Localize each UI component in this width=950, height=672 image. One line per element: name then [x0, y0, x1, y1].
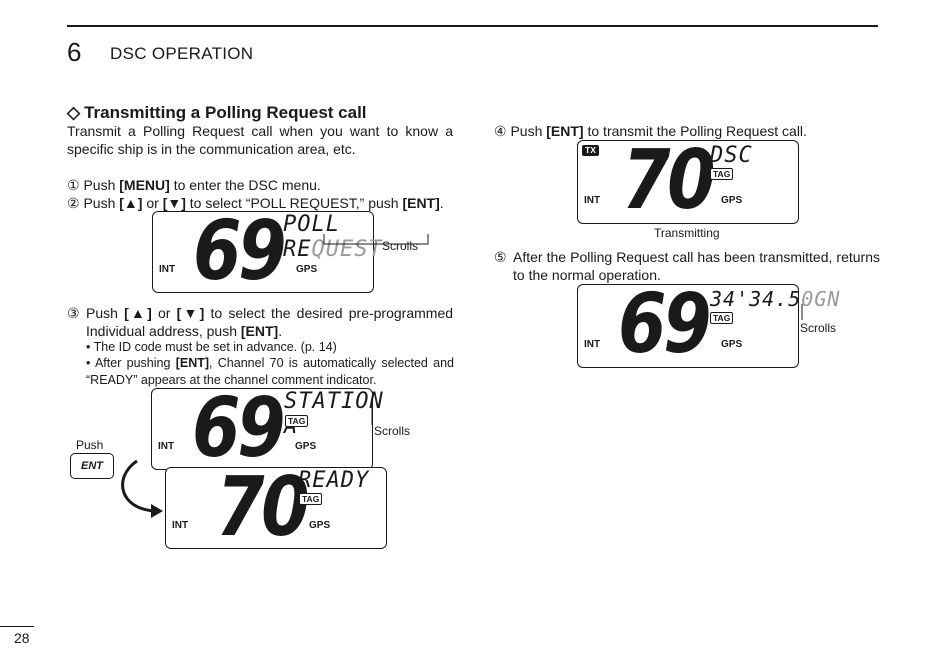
chapter-number: 6 [67, 37, 82, 67]
comment-dim: 0GN [801, 287, 841, 311]
lcd-display-transmitting: TX 70 DSC TAG INT GPS [577, 133, 799, 228]
step-4-number: ④ [494, 123, 507, 139]
step-2-number: ② [67, 195, 80, 211]
tag-badge: TAG [710, 312, 734, 324]
section-title-text: Transmitting a Polling Request call [84, 103, 367, 122]
scrolls-callout-2: Scrolls [374, 424, 411, 438]
tag-badge: TAG [299, 493, 323, 505]
ent-key-button[interactable]: ENT [70, 453, 114, 479]
step-1-post: to enter the DSC menu. [169, 177, 321, 193]
step-2-or: or [142, 195, 163, 211]
channel-number: 70 [622, 133, 716, 228]
channel-comment: READY [298, 468, 370, 493]
step-3-pre: Push [86, 305, 125, 321]
int-label: INT [159, 264, 176, 275]
step-3: ③ Push [▲] or [▼] to select the desired … [67, 304, 453, 340]
channel-number: 70 [216, 460, 310, 555]
channel-comment: 34'34.50GN [710, 287, 840, 311]
gps-label: GPS [296, 264, 318, 275]
scroll-bracket-2 [371, 407, 373, 425]
step-2-pre: Push [83, 195, 120, 211]
channel-comment: DSC [710, 143, 753, 168]
step-3-bullet-2: • After pushing [ENT], Channel 70 is aut… [86, 355, 454, 389]
channel-number: 69 [618, 277, 712, 372]
tag-badge: TAG [710, 168, 734, 180]
channel-comment: POLL REQUEST [283, 212, 383, 262]
comment-dim: QUEST [311, 237, 383, 262]
comment-bright: POLL RE [283, 212, 340, 262]
ent-key-ref-3: [ENT] [240, 323, 279, 339]
step-4-pre: Push [510, 123, 547, 139]
gps-label: GPS [721, 339, 743, 350]
step-3-post: . [278, 323, 283, 339]
intro-paragraph: Transmit a Polling Request call when you… [67, 123, 453, 157]
gps-label: GPS [309, 520, 331, 531]
step-2-mid: to select “POLL REQUEST,” push [185, 195, 403, 211]
header-rule [67, 25, 878, 27]
scroll-bracket-1 [323, 234, 429, 245]
step-5-number: ⑤ [494, 249, 507, 265]
step-4: ④ Push [ENT] to transmit the Polling Req… [494, 122, 884, 140]
int-label: INT [158, 441, 175, 452]
gps-label: GPS [721, 195, 743, 206]
tag-badge: TAG [285, 415, 309, 427]
lcd-display-station: 69 STATION A TAG INT GPS [151, 381, 383, 476]
step-3-bullet-1: • The ID code must be set in advance. (p… [86, 340, 337, 354]
step-4-post: to transmit the Polling Request call. [583, 123, 807, 139]
step-1-number: ① [67, 177, 80, 193]
step-1: ① Push [MENU] to enter the DSC menu. [67, 176, 453, 194]
tx-indicator: TX [582, 145, 599, 156]
bullet-2-key: [ENT] [175, 356, 210, 370]
down-key: [▼] [162, 195, 186, 211]
down-key-3: [▼] [176, 305, 205, 321]
ent-key-ref: [ENT] [402, 195, 440, 211]
scrolls-callout-3: Scrolls [800, 321, 837, 335]
channel-number: 69 [192, 381, 286, 476]
bullet-2-pre: • After pushing [86, 356, 176, 370]
page-number-rule [0, 626, 34, 627]
step-1-pre: Push [83, 177, 120, 193]
step-3-mid: to select the desired pre-programmed Ind… [86, 305, 454, 339]
lcd-display-ready: 70 READY TAG INT GPS [165, 460, 387, 555]
int-label: INT [584, 339, 601, 350]
int-label: INT [584, 195, 601, 206]
lcd-display-normal: 69 34'34.50GN TAG INT GPS [577, 277, 839, 372]
gps-label: GPS [295, 441, 317, 452]
chapter-title: DSC OPERATION [110, 44, 254, 63]
push-label: Push [76, 438, 104, 452]
transmitting-caption: Transmitting [654, 226, 720, 240]
scrolls-callout-1: Scrolls [382, 239, 419, 253]
step-2: ② Push [▲] or [▼] to select “POLL REQUES… [67, 194, 457, 212]
step-3-number: ③ [67, 305, 80, 321]
comment-bright: 34'34.5 [710, 287, 802, 311]
step-2-post: . [439, 195, 444, 211]
diamond-icon: ◇ [67, 103, 81, 122]
step-5: ⑤ After the Polling Request call has bee… [494, 248, 880, 284]
step-5-text: After the Polling Request call has been … [513, 249, 880, 283]
ent-key-ref-4: [ENT] [546, 123, 584, 139]
menu-key: [MENU] [119, 177, 170, 193]
lcd-display-poll-request: 69 POLL REQUEST INT GPS [152, 204, 382, 299]
up-key-3: [▲] [124, 305, 152, 321]
up-key: [▲] [119, 195, 143, 211]
section-title: ◇Transmitting a Polling Request call [67, 103, 367, 123]
curved-arrow-icon [121, 459, 163, 518]
page-number: 28 [14, 630, 30, 646]
int-label: INT [172, 520, 189, 531]
bullet-2-post: , Channel 70 is automatically selected a… [86, 356, 455, 387]
channel-number: 69 [193, 204, 287, 299]
step-3-or: or [151, 305, 177, 321]
scroll-bracket-3 [801, 304, 803, 320]
